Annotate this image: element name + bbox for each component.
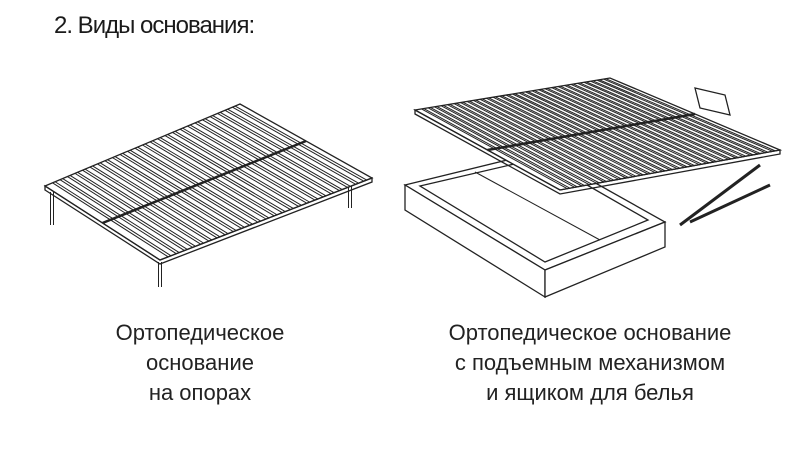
caption-line: и ящиком для белья [486, 380, 694, 405]
bed-base-with-lift-and-storage-illustration [403, 77, 783, 299]
bed-illustrations [43, 77, 783, 299]
section-title: 2. Виды основания: [54, 12, 255, 39]
caption-line: на опорах [148, 380, 252, 405]
caption-base-with-lift: Ортопедическое основание с подъемным мех… [390, 318, 790, 408]
caption-line: основание [146, 350, 254, 375]
bed-base-on-legs-illustration [43, 103, 374, 287]
caption-line: с подъемным механизмом [454, 350, 726, 375]
caption-base-on-legs: Ортопедическое основание на опорах [60, 318, 340, 408]
caption-line: Ортопедическое [115, 320, 285, 345]
caption-line: Ортопедическое основание [448, 320, 732, 345]
